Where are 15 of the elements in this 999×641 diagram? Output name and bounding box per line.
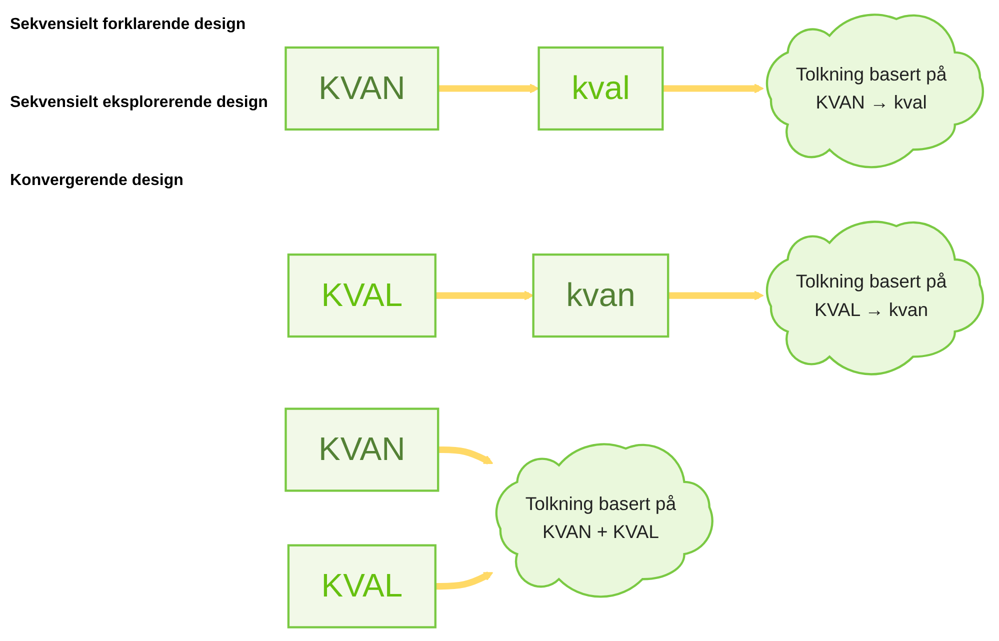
arrow: [438, 446, 494, 464]
node-box: KVAN: [284, 407, 440, 492]
section-heading: Sekvensielt forklarende design: [10, 16, 246, 34]
node-box: kvan: [532, 253, 670, 338]
section-heading: Konvergerende design: [10, 172, 184, 190]
arrow: [668, 290, 764, 300]
arrow: [662, 83, 764, 93]
node-box: KVAN: [284, 46, 440, 130]
section-heading: Sekvensielt eksplorerende design: [10, 94, 268, 112]
arrow: [438, 83, 540, 93]
node-box: KVAL: [288, 544, 437, 628]
arrow: [436, 571, 494, 590]
node-box: kval: [538, 46, 664, 130]
arrow: [436, 290, 534, 300]
node-box: KVAL: [288, 253, 437, 338]
